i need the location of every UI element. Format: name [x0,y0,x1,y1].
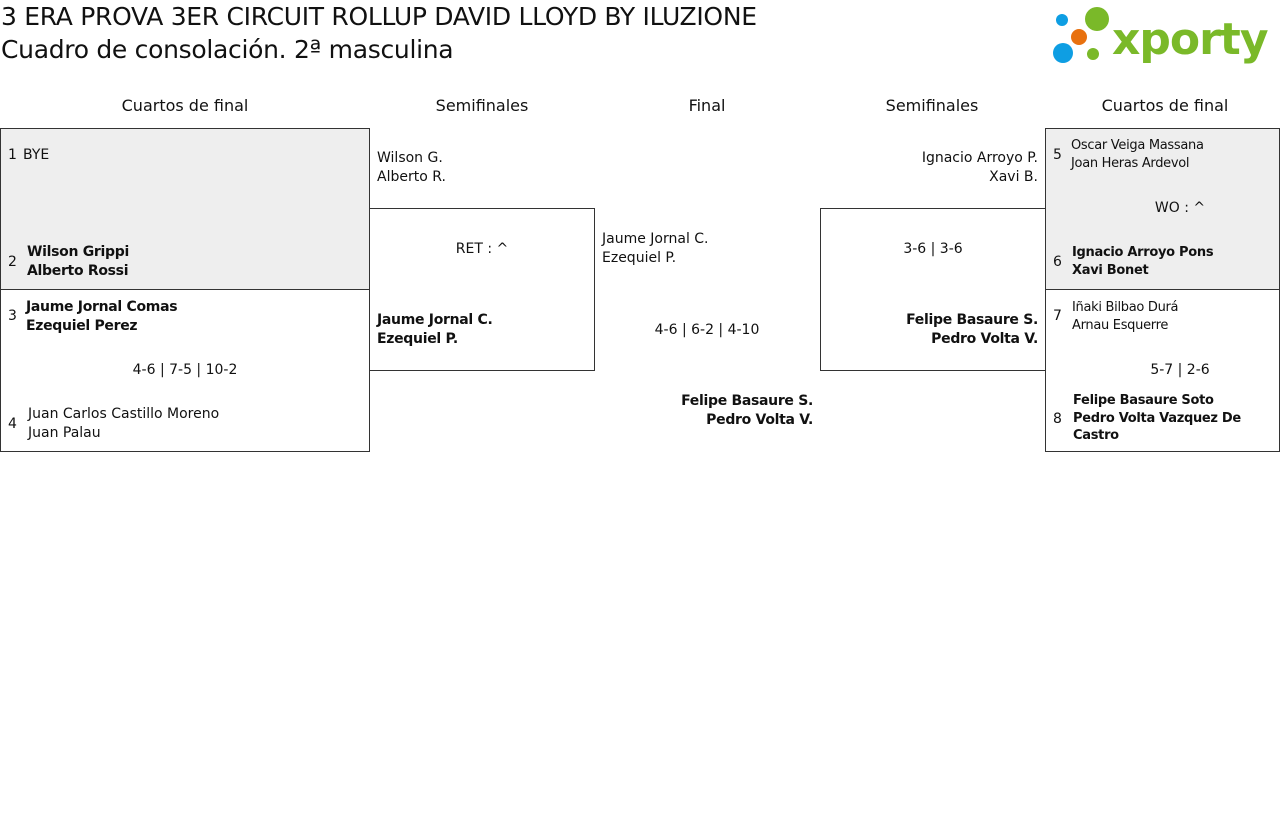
round-header-qf-left: Cuartos de final [121,96,249,115]
xporty-logo-icon: xporty [1053,7,1269,65]
team-player: Xavi B. [989,169,1038,185]
team-player: Ignacio Arroyo P. [921,150,1038,166]
seed-number: 2 [8,254,17,270]
team-player: Pedro Volta V. [706,412,813,428]
team-player: Felipe Basaure S. [906,312,1038,328]
seed-number: 4 [8,416,17,432]
team-player: Felipe Basaure S. [681,393,813,409]
team-player: Oscar Veiga Massana [1071,138,1204,153]
team-player: Pedro Volta V. [931,331,1038,347]
team-player: Xavi Bonet [1072,263,1149,278]
match-score: WO : ^ [1154,200,1206,216]
match-score: RET : ^ [455,241,509,257]
match-sf-left[interactable] [369,208,595,371]
match-score: 5-7 | 2-6 [1150,362,1210,378]
match-score: 4-6 | 7-5 | 10-2 [132,362,238,378]
team-player: Pedro Volta Vazquez De Castro [1073,411,1241,443]
team-player: Ignacio Arroyo Pons [1072,245,1214,260]
team-name: BYE [23,147,50,163]
seed-number: 3 [8,308,17,324]
seed-number: 6 [1053,254,1062,270]
round-header-sf-left: Semifinales [435,96,529,115]
team-player: Iñaki Bilbao Durá [1072,300,1179,315]
seed-number: 7 [1053,308,1062,324]
team-player: Ezequiel P. [377,331,458,347]
seed-number: 1 [8,147,17,163]
team-player: Ezequiel P. [602,250,677,266]
team-player: Wilson G. [377,150,443,166]
match-qf3[interactable] [1045,128,1280,290]
team-player: Arnau Esquerre [1072,318,1169,333]
team-player: Juan Carlos Castillo Moreno [28,406,220,422]
team-player: Ezequiel Perez [26,318,138,334]
seed-number: 5 [1053,147,1062,163]
team-player: Jaume Jornal Comas [26,299,178,315]
round-header-qf-right: Cuartos de final [1101,96,1229,115]
seed-number: 8 [1053,411,1062,427]
team-player: Felipe Basaure Soto [1073,393,1214,408]
team-player: Alberto R. [377,169,446,185]
team-player: Jaume Jornal C. [377,312,493,328]
tournament-title: 3 ERA PROVA 3ER CIRCUIT ROLLUP DAVID LLO… [1,2,757,31]
final-score: 4-6 | 6-2 | 4-10 [654,322,760,338]
match-score: 3-6 | 3-6 [903,241,963,257]
team-player: Joan Heras Ardevol [1071,156,1190,171]
team-player: Jaume Jornal C. [602,231,709,247]
round-header-final: Final [688,96,726,115]
match-qf1[interactable] [0,128,370,290]
team-player: Alberto Rossi [27,263,129,279]
round-header-sf-right: Semifinales [885,96,979,115]
team-player: Juan Palau [28,425,101,441]
team-player: Wilson Grippi [27,244,129,260]
xporty-logo[interactable]: xporty [1050,4,1275,66]
logo-wordmark: xporty [1112,14,1268,65]
draw-subtitle: Cuadro de consolación. 2ª masculina [1,35,454,64]
